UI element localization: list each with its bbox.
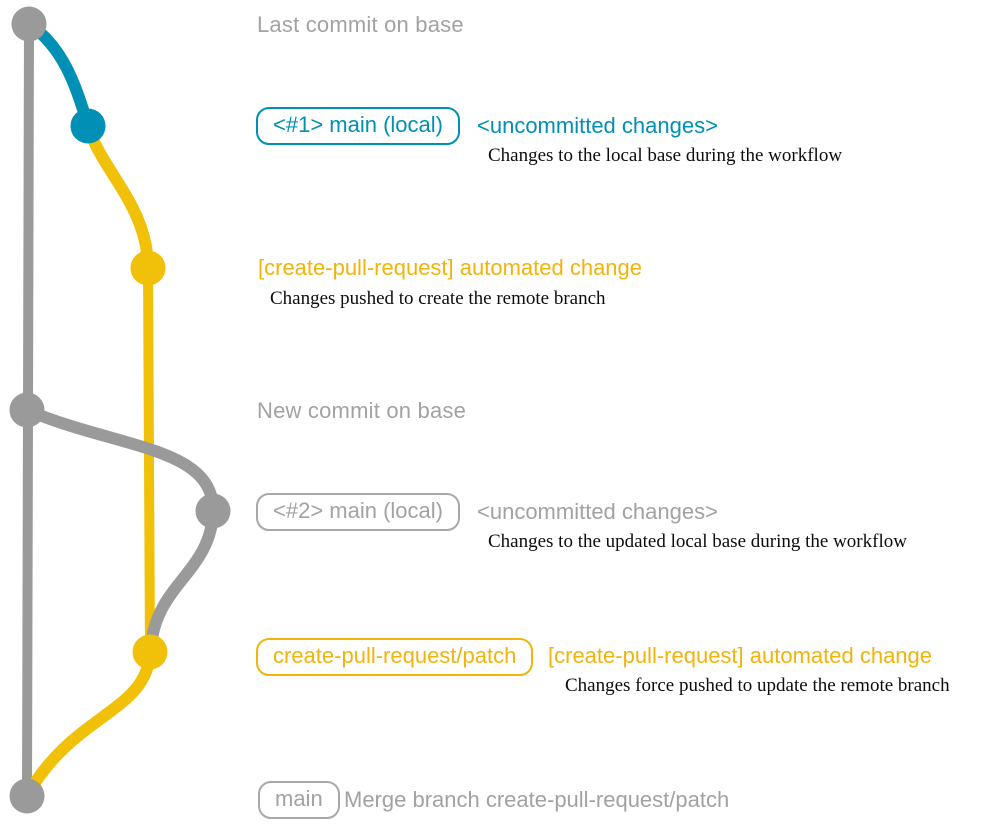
commit-node-patch-2 xyxy=(132,634,168,670)
branch-badge-main: main xyxy=(258,781,340,819)
local-changes-branch-line-2 xyxy=(21,404,220,517)
branch-badge-main-local-2: <#2> main (local) xyxy=(256,493,460,531)
commit-node-local-2 xyxy=(195,493,231,529)
commit-title-automated-change-2: [create-pull-request] automated change xyxy=(548,643,933,668)
merge-into-base-line xyxy=(21,646,156,802)
commit-node-merge xyxy=(9,778,45,814)
status-uncommitted-changes-2: <uncommitted changes> xyxy=(477,499,718,524)
note-pushed-create-remote: Changes pushed to create the remote bran… xyxy=(270,288,606,309)
heading-new-commit: New commit on base xyxy=(257,398,467,423)
patch-branch-line xyxy=(143,263,155,657)
status-uncommitted-changes-1: <uncommitted changes> xyxy=(477,113,718,138)
note-local-base-changes-1: Changes to the local base during the wor… xyxy=(488,145,843,166)
commit-node-patch-1 xyxy=(130,250,166,286)
commit-title-merge-branch: Merge branch create-pull-request/patch xyxy=(344,787,730,812)
heading-last-commit: Last commit on base xyxy=(257,12,464,37)
note-force-pushed-update-remote: Changes force pushed to update the remot… xyxy=(565,675,950,696)
note-local-base-changes-2: Changes to the updated local base during… xyxy=(488,531,907,552)
commit-node-last-base xyxy=(11,6,47,42)
branch-badge-patch: create-pull-request/patch xyxy=(256,638,534,676)
commit-title-automated-change-1: [create-pull-request] automated change xyxy=(258,255,643,280)
patch-branch-curve-1 xyxy=(82,120,154,274)
branch-badge-main-local-1: <#1> main (local) xyxy=(256,107,460,145)
commit-node-new-base xyxy=(9,392,45,428)
rebase-into-patch-line xyxy=(145,505,219,656)
local-changes-branch-line-1 xyxy=(23,18,94,132)
commit-node-local-1 xyxy=(70,108,106,144)
